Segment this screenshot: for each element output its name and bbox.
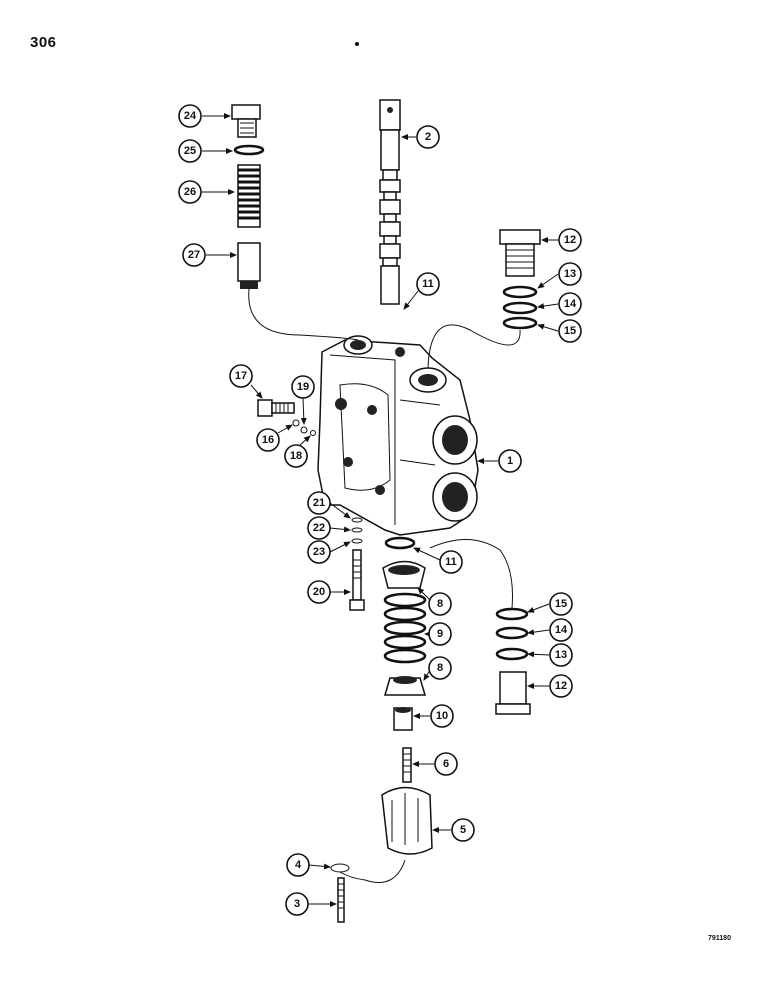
svg-text:4: 4 <box>295 859 302 871</box>
part-callout: 12 <box>527 674 573 698</box>
svg-text:9: 9 <box>437 628 443 640</box>
part-callout: 27 <box>182 243 237 267</box>
part-callout: 11 <box>413 547 463 574</box>
connector-line <box>248 288 359 341</box>
svg-text:14: 14 <box>555 624 568 636</box>
part-callout: 14 <box>537 292 582 316</box>
svg-text:25: 25 <box>184 145 196 157</box>
svg-text:27: 27 <box>188 249 200 261</box>
part-callout: 8 <box>423 656 452 681</box>
part-callout: 9 <box>424 622 452 646</box>
svg-text:18: 18 <box>290 450 302 462</box>
part-callout: 23 <box>307 540 351 564</box>
part-callout: 24 <box>178 104 231 128</box>
part-callout: 25 <box>178 139 233 163</box>
svg-text:11: 11 <box>445 556 457 568</box>
part-callout: 6 <box>412 752 458 776</box>
svg-text:16: 16 <box>262 434 274 446</box>
part-callout: 13 <box>537 262 582 289</box>
svg-text:5: 5 <box>460 824 466 836</box>
connector-line <box>429 539 513 609</box>
callouts: 24 25 26 27 2 11 12 13 14 15 17 19 16 18… <box>178 104 582 916</box>
svg-text:15: 15 <box>564 325 576 337</box>
svg-text:2: 2 <box>425 131 431 143</box>
svg-text:24: 24 <box>184 110 197 122</box>
svg-text:19: 19 <box>297 381 309 393</box>
end-cap-parts <box>330 747 433 923</box>
svg-text:17: 17 <box>235 370 247 382</box>
fitting-parts <box>257 399 316 436</box>
svg-text:8: 8 <box>437 598 443 610</box>
svg-text:20: 20 <box>313 586 325 598</box>
part-callout: 2 <box>401 125 440 149</box>
registration-dot <box>355 42 359 46</box>
figure-code: 791180 <box>708 935 731 942</box>
screw-parts <box>349 517 365 611</box>
svg-text:15: 15 <box>555 598 567 610</box>
svg-text:13: 13 <box>555 649 567 661</box>
svg-text:23: 23 <box>313 546 325 558</box>
svg-text:10: 10 <box>436 710 448 722</box>
svg-text:21: 21 <box>313 497 325 509</box>
part-callout: 22 <box>307 516 351 540</box>
part-callout: 18 <box>284 435 311 468</box>
spool <box>379 99 401 305</box>
part-callout: 5 <box>432 818 475 842</box>
svg-text:1: 1 <box>507 455 513 467</box>
part-callout: 15 <box>527 592 573 616</box>
svg-text:22: 22 <box>313 522 325 534</box>
part-callout: 13 <box>527 643 573 667</box>
part-callout: 16 <box>256 424 293 452</box>
svg-text:3: 3 <box>294 898 300 910</box>
relief-valve-parts <box>231 104 265 289</box>
part-callout: 12 <box>541 228 582 252</box>
part-callout: 15 <box>537 319 582 343</box>
part-callout: 10 <box>413 704 454 728</box>
part-callout: 8 <box>417 587 452 616</box>
svg-text:13: 13 <box>564 268 576 280</box>
part-callout: 26 <box>178 180 235 204</box>
lower-spool-parts <box>382 536 427 731</box>
part-callout: 4 <box>286 853 331 877</box>
svg-text:12: 12 <box>555 680 567 692</box>
svg-text:26: 26 <box>184 186 196 198</box>
page-number: 306 <box>30 34 57 51</box>
svg-text:14: 14 <box>564 298 577 310</box>
part-callout: 1 <box>477 449 522 473</box>
lower-plug-set <box>495 607 531 715</box>
part-callout: 21 <box>307 491 351 519</box>
part-callout: 20 <box>307 580 351 604</box>
connector-line <box>339 859 406 883</box>
svg-text:12: 12 <box>564 234 576 246</box>
part-callout: 11 <box>403 272 440 310</box>
valve-body <box>317 335 479 536</box>
svg-text:6: 6 <box>443 758 449 770</box>
svg-text:8: 8 <box>437 662 443 674</box>
upper-plug-set <box>499 229 541 330</box>
part-callout: 14 <box>527 618 573 642</box>
connector-line <box>427 324 521 369</box>
part-callout: 3 <box>285 892 337 916</box>
svg-text:11: 11 <box>422 278 434 290</box>
part-callout: 17 <box>229 364 263 399</box>
part-callout: 19 <box>291 375 315 425</box>
